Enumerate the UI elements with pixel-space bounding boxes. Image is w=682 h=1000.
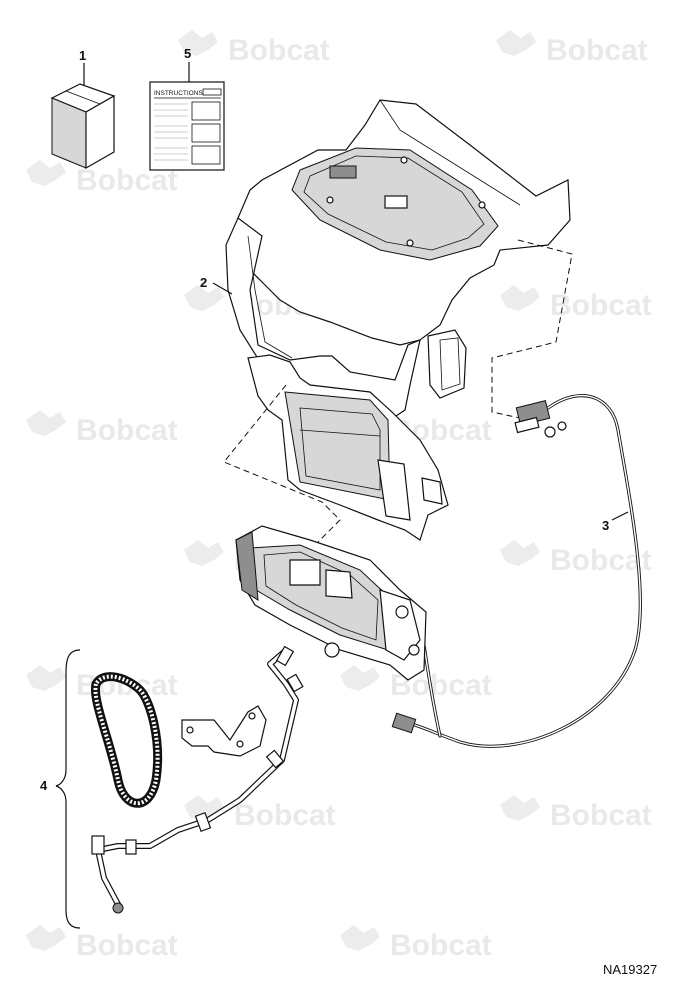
bobcat-watermark-logo-icon (26, 665, 66, 691)
part-4-refrigerant-hose (91, 645, 304, 914)
bobcat-watermark-logo-icon (340, 665, 380, 691)
bobcat-watermark-logo-icon (26, 925, 66, 951)
watermark-row-4: Bobcat Bobcat (26, 410, 492, 447)
watermark-text: Bobcat (550, 799, 652, 832)
dashed-connector-heater (223, 384, 341, 549)
watermark-text: Bobcat (76, 414, 178, 447)
instructions-sheet-title: INSTRUCTIONS (154, 90, 203, 97)
callout-1: 1 (79, 48, 86, 63)
bobcat-watermark-logo-icon (26, 160, 66, 186)
watermark-text: Bobcat (550, 544, 652, 577)
callout-5: 5 (184, 46, 191, 61)
watermark-text: Bobcat (234, 799, 336, 832)
callout-4: 4 (40, 778, 48, 793)
bobcat-watermark-logo-icon (340, 925, 380, 951)
watermark-text: Bobcat (76, 929, 178, 962)
part-4-mounting-bracket (181, 705, 267, 757)
bobcat-watermark-logo-icon (500, 540, 540, 566)
bobcat-watermark-logo-icon (26, 410, 66, 436)
watermark-row-1: Bobcat Bobcat (178, 30, 648, 67)
callout-3: 3 (602, 518, 609, 533)
bobcat-watermark-logo-icon (184, 285, 224, 311)
watermark-text: Bobcat (228, 34, 330, 67)
part-2-cab-frame (225, 99, 571, 541)
watermark-text: Bobcat (390, 929, 492, 962)
bobcat-watermark-logo-icon (500, 795, 540, 821)
leader-line-2 (212, 282, 233, 295)
document-id: NA19327 (603, 962, 657, 977)
part-5-instructions-sheet: INSTRUCTIONS (149, 81, 225, 171)
part-4-group-bracket (55, 649, 81, 929)
bobcat-watermark-logo-icon (178, 30, 218, 56)
leader-line-3 (611, 511, 629, 521)
watermark-row-8: Bobcat Bobcat (26, 925, 492, 962)
watermark-text: Bobcat (546, 34, 648, 67)
bobcat-watermark-logo-icon (496, 30, 536, 56)
watermark-text: Bobcat (550, 289, 652, 322)
bobcat-watermark-logo-icon (500, 285, 540, 311)
callout-2: 2 (200, 275, 207, 290)
part-1-box (50, 83, 116, 170)
part-4-drive-belt (90, 672, 163, 808)
watermark-row-7: Bobcat Bobcat (184, 795, 652, 832)
dashed-connector-harness (491, 239, 573, 419)
bobcat-watermark-logo-icon (184, 540, 224, 566)
heater-ac-unit (235, 525, 427, 681)
